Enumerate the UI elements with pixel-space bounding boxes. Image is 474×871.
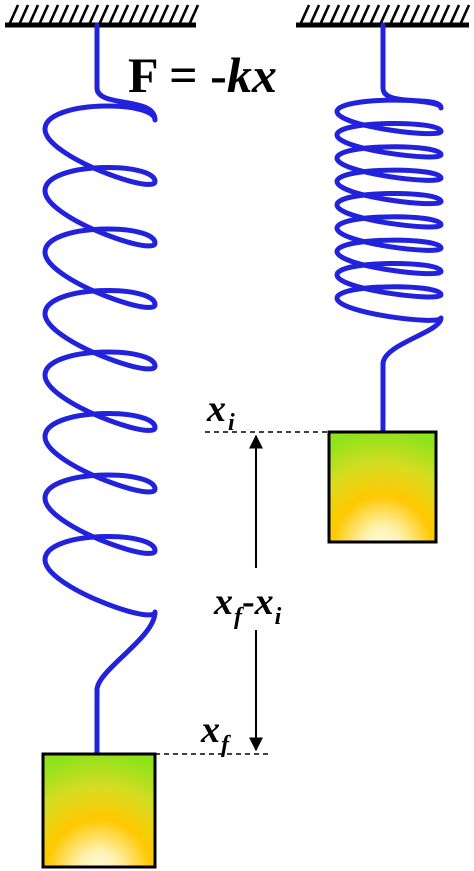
spring-stretched bbox=[42, 22, 158, 757]
xf-label: xf bbox=[200, 709, 231, 758]
displacement-label: xf-xi bbox=[213, 581, 282, 630]
mass-block-stretched bbox=[41, 752, 157, 869]
spring-relaxed bbox=[334, 22, 444, 435]
xi-label: xi bbox=[206, 388, 235, 436]
ceiling-left bbox=[5, 4, 200, 28]
hookes-law-formula: F = -kx bbox=[128, 47, 277, 103]
mass-block-relaxed bbox=[327, 430, 438, 544]
ceiling-right bbox=[296, 4, 471, 28]
